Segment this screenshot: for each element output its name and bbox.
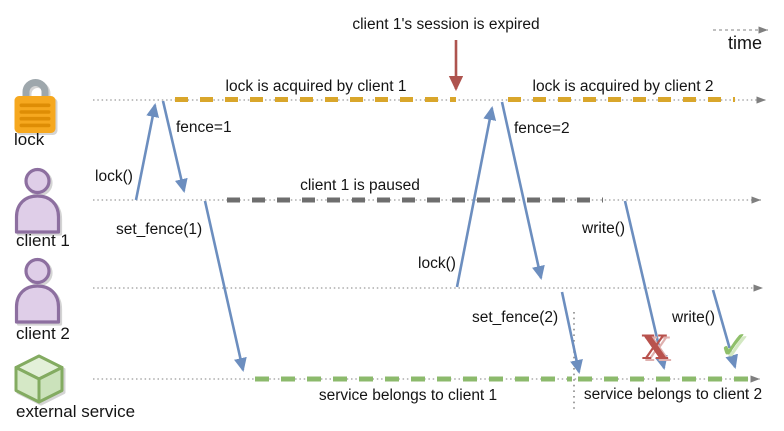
service-owned-client1-label: service belongs to client 1: [318, 387, 498, 404]
lane-label-external-service: external service: [16, 402, 136, 421]
fence2-message-label: fence=2: [514, 120, 570, 137]
client2-person-icon: [14, 257, 61, 324]
fence2-arrow: [500, 101, 545, 281]
set-fence2-message-label: set_fence(2): [472, 309, 559, 326]
set-fence1-message-label: set_fence(1): [116, 221, 203, 238]
state-segments: [175, 97, 748, 382]
message-arrows: [134, 100, 738, 375]
lock1-arrow: [134, 102, 160, 201]
set-fence1-arrow: [203, 200, 247, 373]
success-mark-shadow: ✓: [721, 325, 753, 369]
lock1-message-label: lock(): [95, 168, 133, 185]
write2-arrow: [711, 289, 738, 369]
lock2-message-label: lock(): [418, 255, 456, 272]
client1-person-icon: [14, 167, 61, 234]
lock-held-client2-label: lock is acquired by client 2: [532, 78, 714, 95]
client1-paused-label: client 1 is paused: [300, 177, 420, 194]
lock2-arrow: [455, 105, 497, 288]
fail-mark-shadow: X: [645, 330, 672, 370]
time-axis-label: time: [728, 33, 763, 53]
write1-message-label: write(): [582, 220, 626, 237]
write1-arrow: [623, 200, 668, 371]
diagram-title: client 1's session is expired: [352, 16, 540, 33]
lane-label-client2: client 2: [16, 324, 70, 343]
lane-label-client1: client 1: [16, 231, 70, 250]
result-marks: X X ✓ ✓: [642, 323, 753, 370]
lane-label-lock: lock: [14, 130, 45, 149]
external-service-cube-icon: [14, 354, 64, 404]
write2-message-label: write(): [672, 309, 716, 326]
service-owned-client2-label: service belongs to client 2: [583, 386, 763, 403]
fail-x-icon: X: [642, 328, 669, 368]
padlock-icon: [14, 79, 56, 133]
fence1-arrow: [161, 100, 188, 194]
set-fence2-arrow: [560, 291, 583, 375]
fence1-message-label: fence=1: [176, 119, 232, 136]
lock-held-client1-label: lock is acquired by client 1: [225, 78, 407, 95]
success-check-icon: ✓: [718, 323, 750, 367]
lane-icons: [14, 79, 64, 404]
